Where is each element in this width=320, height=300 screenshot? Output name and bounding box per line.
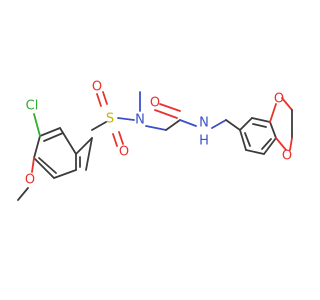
bond <box>145 125 167 131</box>
bond <box>261 138 272 150</box>
bond <box>112 133 118 147</box>
chlorine-atom: Cl <box>26 99 39 114</box>
bond <box>59 127 77 155</box>
bond <box>33 157 55 179</box>
bond <box>85 137 93 171</box>
dioxole-oxygen-top: O <box>274 92 284 107</box>
atom-label-layer: S O O N O N H Cl O O O <box>25 80 292 188</box>
bond <box>117 117 135 121</box>
bond <box>251 117 271 123</box>
amide-nitrogen: N <box>199 116 209 131</box>
bond <box>179 119 197 127</box>
bond <box>245 149 265 155</box>
bond <box>281 97 293 111</box>
bond <box>269 103 277 123</box>
sulfonamide-nitrogen: N <box>135 113 145 128</box>
bond <box>17 187 29 201</box>
bond <box>225 119 241 131</box>
bond <box>275 137 287 151</box>
bond <box>102 91 108 105</box>
carbonyl-oxygen: O <box>150 96 160 111</box>
amide-hydrogen: H <box>199 134 209 149</box>
bond <box>75 137 93 155</box>
bond <box>38 157 57 174</box>
sulfur-atom: S <box>106 112 114 127</box>
bond <box>239 129 247 151</box>
bond <box>91 121 107 131</box>
molecule-structure: S O O N O N H Cl O O O <box>17 80 293 201</box>
bond <box>33 113 41 137</box>
bond <box>165 119 181 131</box>
bond <box>53 169 77 179</box>
bond <box>118 131 124 145</box>
bond <box>43 132 64 142</box>
methoxy-oxygen: O <box>25 173 35 188</box>
bond <box>154 109 178 119</box>
bond <box>96 93 102 107</box>
bond <box>239 117 253 131</box>
bond <box>39 127 61 137</box>
bond <box>211 119 227 129</box>
bond <box>33 135 41 159</box>
bond <box>269 121 277 139</box>
bond <box>159 103 181 112</box>
bond <box>252 123 267 128</box>
bond-layer <box>17 91 293 201</box>
bond <box>31 157 35 173</box>
sulfonyl-oxygen-bottom: O <box>119 145 129 160</box>
bond <box>263 137 277 155</box>
sulfonyl-oxygen-top: O <box>92 80 102 95</box>
bond <box>289 137 293 151</box>
dioxole-oxygen-bottom: O <box>282 149 292 164</box>
bond <box>244 132 251 147</box>
